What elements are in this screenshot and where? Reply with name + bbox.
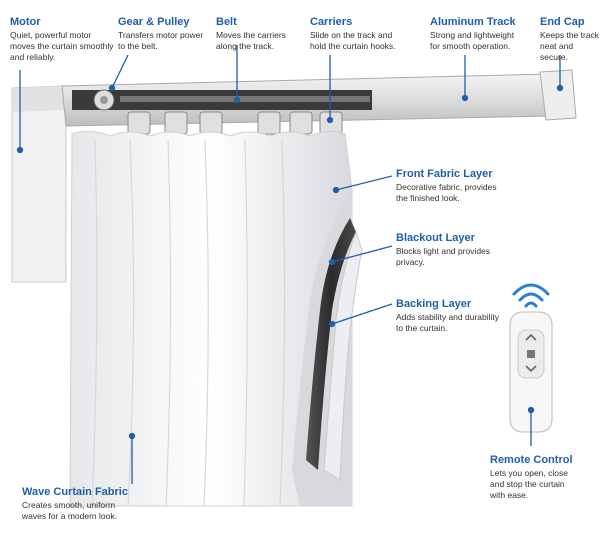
callout-front-fabric-layer: Front Fabric Layer Decorative fabric, pr… [396, 168, 516, 204]
callout-title: Aluminum Track [430, 16, 516, 28]
callout-backing-layer: Backing Layer Adds stability and durabil… [396, 298, 516, 334]
callout-wave-curtain-fabric: Wave Curtain Fabric Creates smooth, unif… [22, 486, 162, 522]
stop-square-icon [527, 350, 535, 358]
wifi-signal-icon [512, 283, 550, 308]
callout-title: Gear & Pulley [118, 16, 190, 28]
leader-lines [16, 45, 564, 484]
callout-title: Backing Layer [396, 298, 472, 310]
callout-title: Motor [10, 16, 41, 28]
callout-title: Wave Curtain Fabric [22, 486, 128, 498]
callout-title: Carriers [310, 16, 353, 28]
chevron-down-icon [525, 365, 537, 373]
motor-housing [11, 85, 67, 283]
callout-title: Blackout Layer [396, 232, 475, 244]
carriers [127, 111, 343, 135]
callout-blackout-layer: Blackout Layer Blocks light and provides… [396, 232, 516, 268]
callout-title: End Cap [540, 16, 585, 28]
wave-curtain [69, 130, 353, 507]
callout-title: Belt [216, 16, 237, 28]
callout-title: Front Fabric Layer [396, 168, 493, 180]
end-cap [539, 69, 577, 121]
curtain-layers [292, 190, 363, 506]
callout-title: Remote Control [490, 454, 573, 466]
chevron-up-icon [525, 333, 537, 341]
